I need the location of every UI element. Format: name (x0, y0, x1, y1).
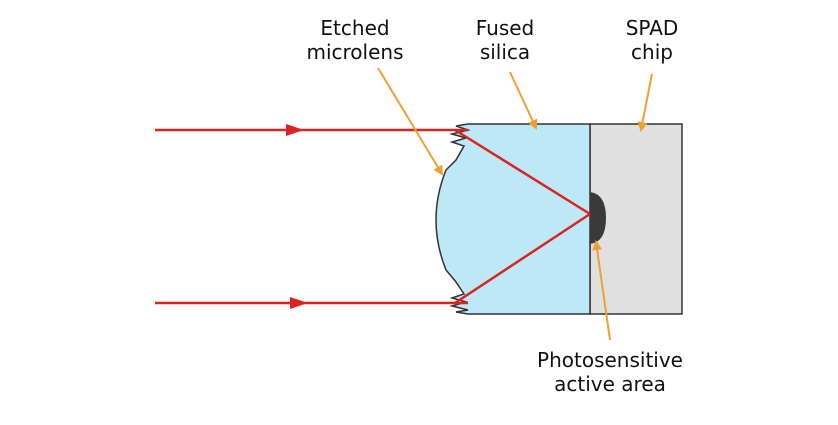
label-fused-silica-line1: Fused (475, 16, 535, 40)
refracted-beam-bottom (454, 212, 591, 305)
microlens-pointer (377, 67, 444, 176)
label-spad-chip: SPAD chip (607, 16, 697, 64)
label-fused-silica-line2: silica (479, 40, 531, 64)
label-spad-chip-line2: chip (631, 40, 673, 64)
label-active-area-line2: active area (554, 372, 666, 396)
spad-pointer (637, 73, 653, 132)
label-spad-chip-line1: SPAD (625, 16, 679, 40)
photosensitive-active-area (590, 192, 606, 244)
label-etched-microlens-line1: Etched (320, 16, 390, 40)
silica-pointer (509, 71, 538, 130)
beam-top-arrowhead (286, 124, 304, 136)
label-etched-microlens-line2: microlens (306, 40, 404, 64)
label-active-area-line1: Photosensitive (537, 348, 683, 372)
refracted-beam-top (454, 128, 591, 216)
label-fused-silica: Fused silica (455, 16, 555, 64)
label-etched-microlens: Etched microlens (290, 16, 420, 64)
active-area-pointer (592, 240, 611, 341)
fused-silica-block (435, 123, 591, 315)
label-photosensitive-active-area: Photosensitive active area (510, 348, 710, 396)
beam-bottom-arrowhead (290, 297, 308, 309)
